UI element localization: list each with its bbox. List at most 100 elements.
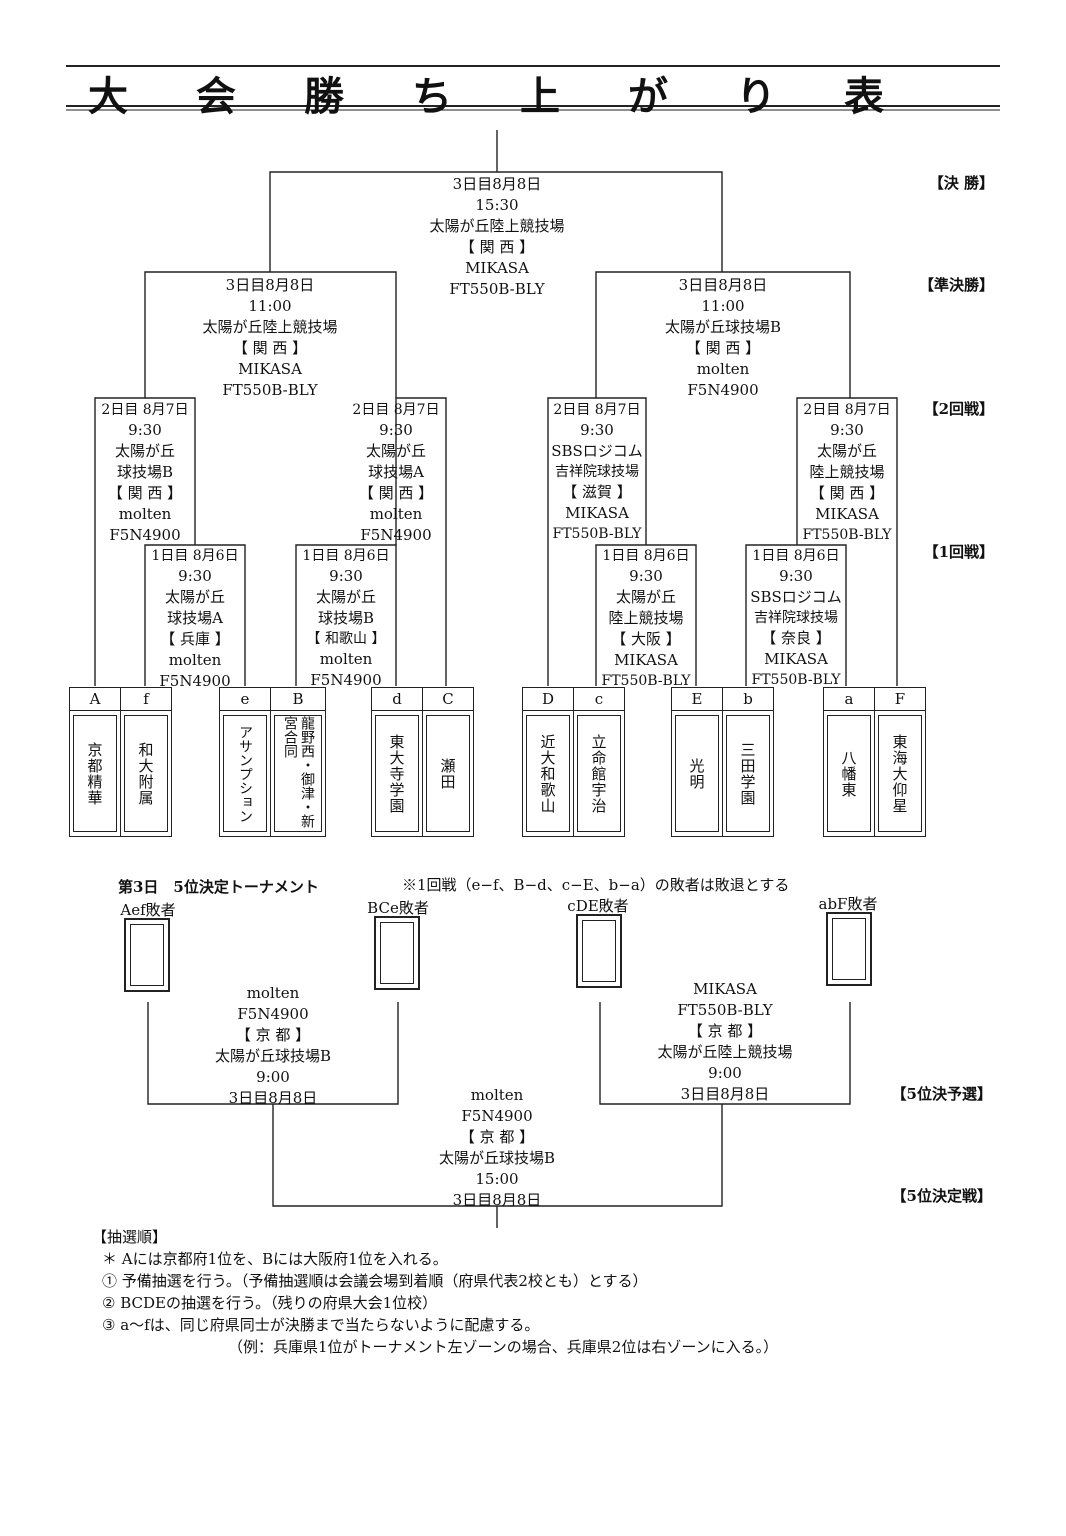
- team-slot-label: E: [672, 688, 722, 711]
- match-ball-brand: MIKASA: [238, 360, 302, 378]
- match-date: 1日目 8月6日: [302, 548, 390, 564]
- match-time: 11:00: [701, 297, 745, 315]
- match-r1-4: 1日目 8月6日 9:30 SBSロジコム 吉祥院球技場 【 奈良 】 MIKA…: [747, 546, 845, 690]
- match-date: 1日目 8月6日: [151, 548, 239, 564]
- match-venue: SBSロジコム: [750, 588, 842, 606]
- team-slot-label: b: [723, 688, 773, 711]
- match-time: 9:30: [830, 421, 864, 439]
- match-date: 3日目8月8日: [228, 1089, 318, 1107]
- lottery-line-5: （例：兵庫県1位がトーナメント左ゾーンの場合、兵庫県2位は右ゾーンに入る。）: [228, 1338, 779, 1356]
- match-venue-2: 球技場A: [167, 609, 223, 627]
- match-date: 3日目8月8日: [678, 276, 768, 294]
- match-r1-1: 1日目 8月6日 9:30 太陽が丘 球技場A 【 兵庫 】 molten F5…: [146, 546, 244, 692]
- team-name: 京都精華: [73, 715, 117, 832]
- match-ball-brand: MIKASA: [465, 259, 529, 277]
- team-name: 東海大仰星: [878, 715, 922, 832]
- team-name: 龍野西・御津・新宮合同: [274, 715, 322, 832]
- match-referee: 【 京 都 】: [687, 1022, 763, 1040]
- match-ball-brand: MIKASA: [764, 650, 828, 668]
- team-slot-label: f: [121, 688, 171, 711]
- match-r2-2: 2日目 8月7日 9:30 太陽が丘 球技場A 【 関 西 】 molten F…: [347, 400, 445, 546]
- match-ball-model: F5N4900: [310, 671, 382, 689]
- lottery-line-2: ① 予備抽選を行う。（予備抽選順は会議会場到着順（府県代表2校とも）とする）: [102, 1272, 648, 1290]
- match-date: 2日目 8月7日: [553, 402, 641, 418]
- match-venue-2: 球技場B: [317, 609, 375, 627]
- loser-label-bce: BCe敗者: [367, 899, 429, 917]
- match-ball-brand: molten: [319, 650, 373, 668]
- match-time: 9:30: [178, 567, 212, 585]
- team-slot-c: c 立命館宇治: [573, 687, 625, 837]
- match-time: 9:30: [329, 567, 363, 585]
- team-slot-b: b 三田学園: [722, 687, 774, 837]
- match-r2-4: 2日目 8月7日 9:30 太陽が丘 陸上競技場 【 関 西 】 MIKASA …: [798, 400, 896, 545]
- match-date: 2日目 8月7日: [352, 402, 440, 418]
- match-ball-model: F5N4900: [461, 1107, 533, 1125]
- match-time: 9:30: [779, 567, 813, 585]
- page-title: 大会勝ち上がり表: [88, 73, 952, 120]
- match-referee: 【 滋賀 】: [562, 483, 632, 501]
- match-r2-1: 2日目 8月7日 9:30 太陽が丘 球技場B 【 関 西 】 molten F…: [96, 400, 194, 546]
- match-ball-model: FT550B-BLY: [601, 673, 691, 689]
- match-date: 1日目 8月6日: [602, 548, 690, 564]
- match-time: 9:30: [128, 421, 162, 439]
- team-name: 瀬田: [426, 715, 470, 832]
- match-referee: 【 奈良 】: [761, 629, 831, 647]
- loser-label-abf: abF敗者: [818, 895, 878, 913]
- match-referee: 【 関 西 】: [459, 238, 535, 256]
- match-ball-model: FT550B-BLY: [552, 526, 642, 542]
- team-slot-label: e: [220, 688, 270, 711]
- match-time: 9:30: [379, 421, 413, 439]
- team-slot-label: d: [372, 688, 422, 711]
- round-label-final: 【決 勝】: [928, 174, 994, 192]
- match-ball-brand: MIKASA: [614, 651, 678, 669]
- match-referee: 【 関 西 】: [809, 484, 885, 502]
- match-venue: 太陽が丘陸上競技場: [202, 318, 338, 336]
- match-final: 3日目8月8日 15:30 太陽が丘陸上競技場 【 関 西 】 MIKASA F…: [397, 174, 597, 300]
- loser-slot-abf: [826, 912, 872, 986]
- match-referee: 【 関 西 】: [107, 484, 183, 502]
- match-ball-brand: molten: [470, 1086, 524, 1104]
- match-r1-3: 1日目 8月6日 9:30 太陽が丘 陸上競技場 【 大阪 】 MIKASA F…: [597, 546, 695, 691]
- match-venue: SBSロジコム: [551, 442, 643, 460]
- match-semi-right: 3日目8月8日 11:00 太陽が丘球技場B 【 関 西 】 molten F5…: [623, 275, 823, 401]
- match-ball-model: F5N4900: [687, 381, 759, 399]
- team-slot-C: C 瀬田: [422, 687, 474, 837]
- loser-slot-bce: [374, 916, 420, 990]
- match-referee: 【 京 都 】: [235, 1026, 311, 1044]
- team-slot-a: a 八幡東: [823, 687, 875, 837]
- match-venue: 太陽が丘陸上競技場: [429, 217, 565, 235]
- match-referee: 【 京 都 】: [459, 1128, 535, 1146]
- match-venue-2: 陸上競技場: [809, 463, 885, 481]
- lottery-line-4: ③ a〜fは、同じ府県同士が決勝まで当たらないように配慮する。: [102, 1316, 540, 1334]
- team-name: 三田学園: [726, 715, 770, 832]
- team-name: 東大寺学園: [375, 715, 419, 832]
- match-ball-model: F5N4900: [237, 1005, 309, 1023]
- team-name: アサンプション: [223, 715, 267, 832]
- match-venue: 太陽が丘球技場B: [214, 1047, 332, 1065]
- match-ball-brand: molten: [168, 651, 222, 669]
- lottery-heading: 【抽選順】: [92, 1228, 168, 1246]
- match-date: 3日目8月8日: [225, 276, 315, 294]
- match-date: 2日目 8月7日: [101, 402, 189, 418]
- team-name: 立命館宇治: [577, 715, 621, 832]
- match-time: 9:00: [708, 1064, 742, 1082]
- match-referee: 【 和歌山 】: [306, 631, 386, 647]
- match-date: 2日目 8月7日: [803, 402, 891, 418]
- match-venue-2: 吉祥院球技場: [555, 464, 639, 480]
- match-venue-2: 吉祥院球技場: [754, 610, 838, 626]
- match-date: 3日目8月8日: [680, 1085, 770, 1103]
- match-referee: 【 兵庫 】: [160, 630, 230, 648]
- match-venue: 太陽が丘: [315, 588, 376, 606]
- match-referee: 【 関 西 】: [358, 484, 434, 502]
- match-referee: 【 関 西 】: [232, 339, 308, 357]
- match-referee: 【 大阪 】: [611, 630, 681, 648]
- match-time: 9:30: [629, 567, 663, 585]
- loser-label-cde: cDE敗者: [567, 897, 629, 915]
- match-ball-model: FT550B-BLY: [751, 672, 841, 688]
- team-slot-e: e アサンプション: [219, 687, 271, 837]
- match-ball-brand: molten: [118, 505, 172, 523]
- round-label-r1: 【1回戦】: [923, 543, 994, 561]
- match-time: 15:30: [475, 196, 519, 214]
- fifth-heading: 第3日 5位決定トーナメント: [118, 878, 319, 896]
